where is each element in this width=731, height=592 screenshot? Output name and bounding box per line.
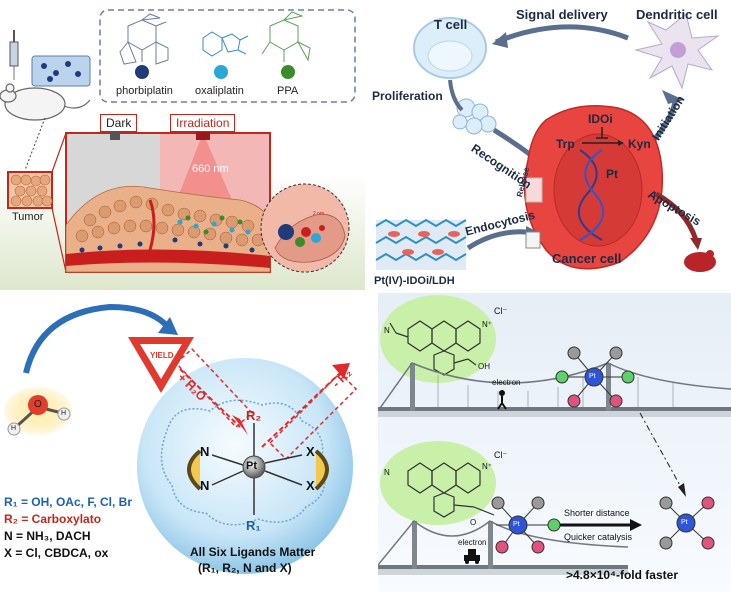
dye-glow-top	[380, 295, 496, 383]
ldh-label: Pt(IV)-IDOi/LDH	[374, 275, 455, 287]
oxaliplatin-sphere	[214, 65, 228, 79]
oxaliplatin-structure	[202, 31, 249, 57]
kyn-label: Kyn	[628, 137, 651, 151]
oxygen-atom	[28, 395, 48, 415]
n-label-top: N	[384, 326, 390, 335]
legend-r1: R₁ = OH, OAc, F, Cl, Br	[4, 495, 132, 509]
catalysis-illustration	[378, 295, 731, 575]
ppa-sphere	[281, 65, 295, 79]
hydrogen-atom-left	[7, 422, 21, 436]
ldh-nanosheet	[375, 218, 467, 270]
r2-label: R₂	[246, 408, 262, 423]
walking-person-icon	[497, 390, 507, 410]
n-plus-label-top: N⁺	[482, 320, 492, 329]
n-plus-label-bottom: N⁺	[482, 462, 492, 471]
dendritic-cell	[634, 13, 720, 90]
pt-label: Pt	[246, 460, 257, 472]
tumor-illustration	[0, 9, 356, 273]
fold-faster-label: >4.8×10⁴-fold faster	[566, 568, 678, 582]
bridge-bottom	[378, 519, 629, 575]
n-label-top: N	[200, 444, 210, 459]
phorbiplatin-sphere	[135, 65, 149, 79]
yield-text: YIELD	[150, 351, 174, 360]
trp-label: Trp	[556, 137, 575, 151]
legend-n: N = NH₃, DACH	[4, 529, 91, 543]
dye-glow-bottom	[380, 441, 496, 525]
dark-label: Dark	[100, 114, 138, 132]
legend-x: X = Cl, CBDCA, ox	[4, 546, 109, 560]
immune-illustration	[375, 13, 720, 272]
all-six-subtitle: (R₁, R₂, N and X)	[198, 561, 292, 575]
pt-complex-bottom	[491, 496, 561, 554]
car-icon	[464, 549, 480, 564]
drug-label-phorbiplatin: phorbiplatin	[116, 85, 173, 97]
idoi-label: IDOi	[588, 112, 613, 126]
n-label-bottom: N	[384, 468, 390, 477]
shorter-distance-label: Shorter distance	[564, 508, 630, 518]
pt-complex-product	[659, 496, 715, 550]
drug-label-ppa: PPA	[277, 85, 299, 97]
dna-helix	[577, 149, 605, 241]
legend-r2: R₂ = Carboxylato	[4, 512, 102, 526]
pt-center	[242, 455, 266, 479]
pt-complex-top	[555, 346, 635, 408]
chloride-label-bottom: Cl⁻	[494, 450, 508, 460]
cancer-cell-label: Cancer cell	[552, 251, 622, 266]
bioorthogonal-catalysis-panel: Cl⁻ N⁺ N OH electron Pt Cl⁻ N⁺ N O elect…	[378, 293, 731, 592]
hydrogen-atom-right	[57, 407, 71, 421]
irradiation-label: Irradiation	[170, 114, 236, 132]
oh-label: OH	[478, 362, 490, 371]
ppa-structure	[261, 11, 311, 62]
electron-label-bottom: electron	[458, 538, 487, 547]
approach-arrow	[23, 303, 171, 374]
immune-activation-panel: T cell Signal delivery Dendritic cell Pr…	[366, 0, 731, 290]
wavelength-label: 660 nm	[192, 163, 229, 175]
t-cell-label: T cell	[434, 17, 468, 32]
ligand-illustration	[4, 303, 358, 574]
dye-structure-bottom	[407, 462, 495, 518]
pt-product-label: Pt	[681, 519, 688, 526]
dendritic-cell-label: Dendritic cell	[636, 7, 718, 22]
bridge-top	[378, 362, 731, 417]
ligand-design-panel: YIELD O H H + H₂O - R₂ R₂ R₁ N N X X Pt …	[0, 293, 378, 592]
blood-vessel	[66, 249, 270, 268]
chloride-label-top: Cl⁻	[494, 306, 508, 316]
x-label-bottom: X	[306, 478, 315, 493]
pt-bottom-label: Pt	[513, 521, 520, 528]
x-label-top: X	[306, 444, 315, 459]
phorbiplatin-structure	[119, 13, 169, 65]
tumor-irradiation-panel: phorbiplatin oxaliplatin PPA Dark Irradi…	[0, 0, 365, 290]
tumor-label: Tumor	[12, 211, 44, 223]
hydrogen-label-left: H	[11, 425, 17, 432]
zoom-scale-label: 2 nm	[313, 211, 325, 217]
syringe-icon	[9, 30, 19, 80]
proliferating-t-cells	[452, 98, 497, 135]
signal-delivery-label: Signal delivery	[516, 7, 608, 22]
proliferation-label: Proliferation	[372, 89, 443, 103]
r1-label: R₁	[246, 518, 261, 533]
quicker-catalysis-label: Quicker catalysis	[564, 532, 633, 542]
pt-label: Pt	[606, 167, 618, 181]
signal-arrow	[495, 24, 629, 45]
nanoparticle-vial	[31, 55, 91, 87]
ester-oxygen-label: O	[470, 518, 477, 527]
mouse-icon	[0, 83, 91, 121]
pt-top-label: Pt	[589, 373, 596, 380]
oxygen-label: O	[34, 399, 42, 410]
all-six-title: All Six Ligands Matter	[190, 545, 316, 559]
dye-structure-top	[389, 320, 481, 376]
drug-label-oxaliplatin: oxaliplatin	[195, 85, 244, 97]
hydrogen-label-right: H	[61, 410, 67, 417]
n-label-bottom: N	[200, 478, 210, 493]
electron-label-top: electron	[492, 378, 521, 387]
